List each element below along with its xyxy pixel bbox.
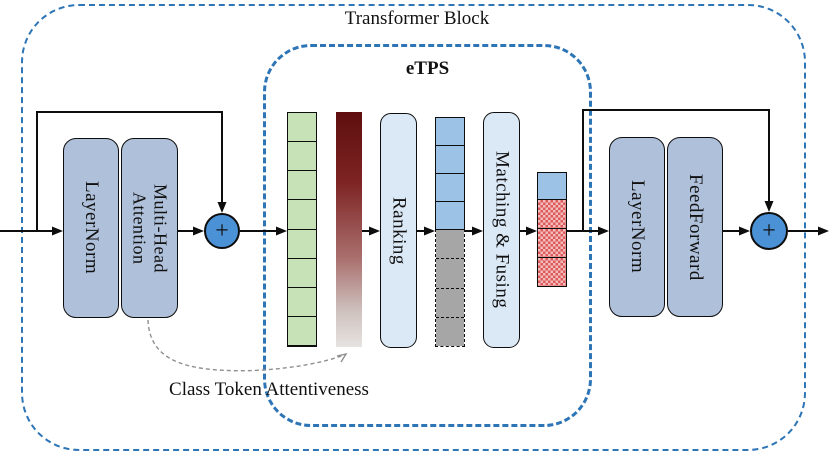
kept-token-cell (436, 174, 464, 202)
fused-token-stack (537, 199, 567, 287)
token-cell (288, 287, 316, 317)
fused-token-cell (538, 229, 566, 258)
dropped-token-stack (435, 229, 465, 347)
token-cell (288, 142, 316, 172)
feedforward-block: FeedForward (667, 137, 723, 317)
kept-token-cell (436, 118, 464, 146)
token-cell (288, 316, 316, 346)
kept-token-cell (436, 202, 464, 229)
token-cell (288, 113, 316, 143)
multi-head-attention-block: Multi-Head Attention (121, 138, 178, 318)
attentiveness-gradient-bar (336, 112, 362, 347)
fused-token-cell (538, 200, 566, 229)
etps-title: eTPS (405, 58, 450, 79)
dropped-token-cell (436, 288, 464, 318)
plus-symbol-left: + (215, 218, 229, 244)
token-cell (288, 200, 316, 230)
plus-symbol-right: + (762, 218, 776, 244)
dropped-token-cell (436, 317, 464, 346)
token-column (287, 112, 317, 347)
arrowhead-output (818, 226, 829, 236)
token-cell (288, 229, 316, 259)
feedforward-label: FeedForward (685, 173, 706, 281)
kept-token-stack (435, 117, 465, 230)
token-cell (288, 171, 316, 201)
layernorm2-label: LayerNorm (627, 180, 648, 274)
transformer-block-title: Transformer Block (344, 8, 490, 29)
transformer-block-boundary (21, 4, 806, 451)
ranking-label: Ranking (388, 196, 410, 265)
fused-token-cell (538, 258, 566, 286)
matching-fusing-block: Matching & Fusing (483, 112, 520, 348)
kept-token-cell (436, 146, 464, 174)
sorted-token-column (435, 117, 465, 348)
add-node-right: + (750, 212, 788, 250)
etps-boundary (263, 44, 592, 427)
multi-head-attention-label: Multi-Head Attention (129, 183, 171, 273)
layernorm1-block: LayerNorm (63, 138, 119, 318)
kept-class-token-cell (537, 172, 567, 200)
dropped-token-cell (436, 259, 464, 289)
add-node-left: + (204, 213, 240, 249)
class-token-attentiveness-caption: Class Token Attentiveness (169, 379, 369, 400)
ranking-block: Ranking (380, 113, 417, 348)
matching-fusing-label: Matching & Fusing (491, 151, 513, 309)
dropped-token-cell (436, 230, 464, 260)
fused-token-column (537, 172, 567, 288)
layernorm1-label: LayerNorm (81, 181, 102, 275)
token-cell (288, 258, 316, 288)
layernorm2-block: LayerNorm (609, 137, 665, 317)
